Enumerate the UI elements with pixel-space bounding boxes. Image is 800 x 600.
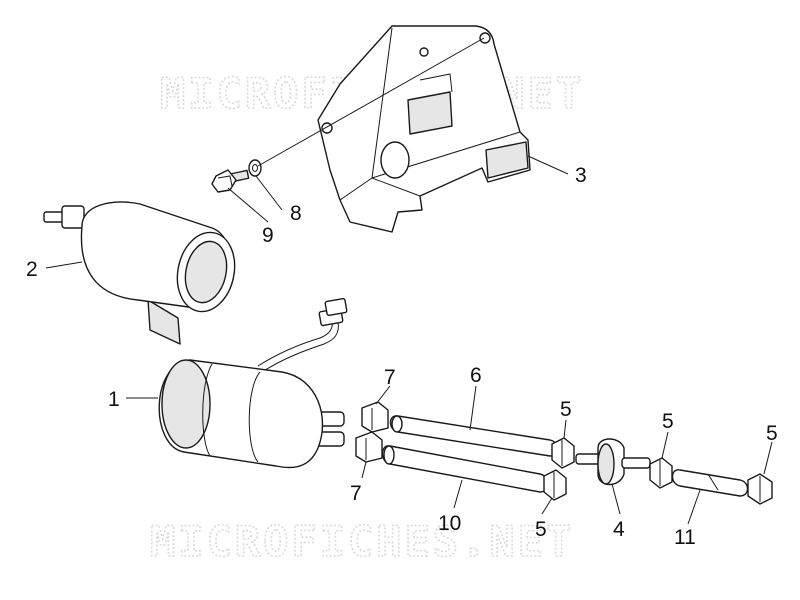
callout-3: 3 <box>575 164 587 187</box>
assembly-line <box>257 37 485 167</box>
watermark-bottom: MICROFICHES.NET <box>149 516 574 567</box>
filter-holder <box>43 201 236 345</box>
callout-5-end: 5 <box>766 422 778 445</box>
callout-2: 2 <box>26 258 38 281</box>
clamp-lower <box>355 431 383 463</box>
clamp-hose-upper-end <box>551 437 575 469</box>
callout-7-lower: 7 <box>350 482 362 505</box>
callout-9: 9 <box>262 224 274 247</box>
callout-6: 6 <box>470 364 482 387</box>
callout-10: 10 <box>438 512 461 535</box>
callout-4: 4 <box>613 518 625 541</box>
bolt <box>211 169 250 193</box>
hose-upper <box>389 415 559 457</box>
callout-5-inline: 5 <box>662 410 674 433</box>
callout-8: 8 <box>290 202 302 225</box>
inline-filter <box>575 438 651 486</box>
leader-lines <box>45 155 773 525</box>
callout-1: 1 <box>108 388 120 411</box>
hose-short <box>671 469 749 497</box>
washer <box>248 159 262 177</box>
clamp-inline <box>649 457 673 489</box>
callout-11: 11 <box>674 526 696 549</box>
svg-text:MICROFICHES.NET: MICROFICHES.NET <box>150 517 574 566</box>
fuel-filter <box>158 297 348 469</box>
clamp-upper <box>361 401 389 433</box>
callout-5-upper-hose: 5 <box>560 398 572 421</box>
callout-7-upper: 7 <box>384 366 396 389</box>
callout-5-lower-hose: 5 <box>535 518 547 541</box>
mounting-bracket <box>317 25 531 233</box>
hose-lower <box>381 445 549 493</box>
clamp-hose-lower-end <box>543 469 567 501</box>
clamp-end <box>747 473 773 505</box>
